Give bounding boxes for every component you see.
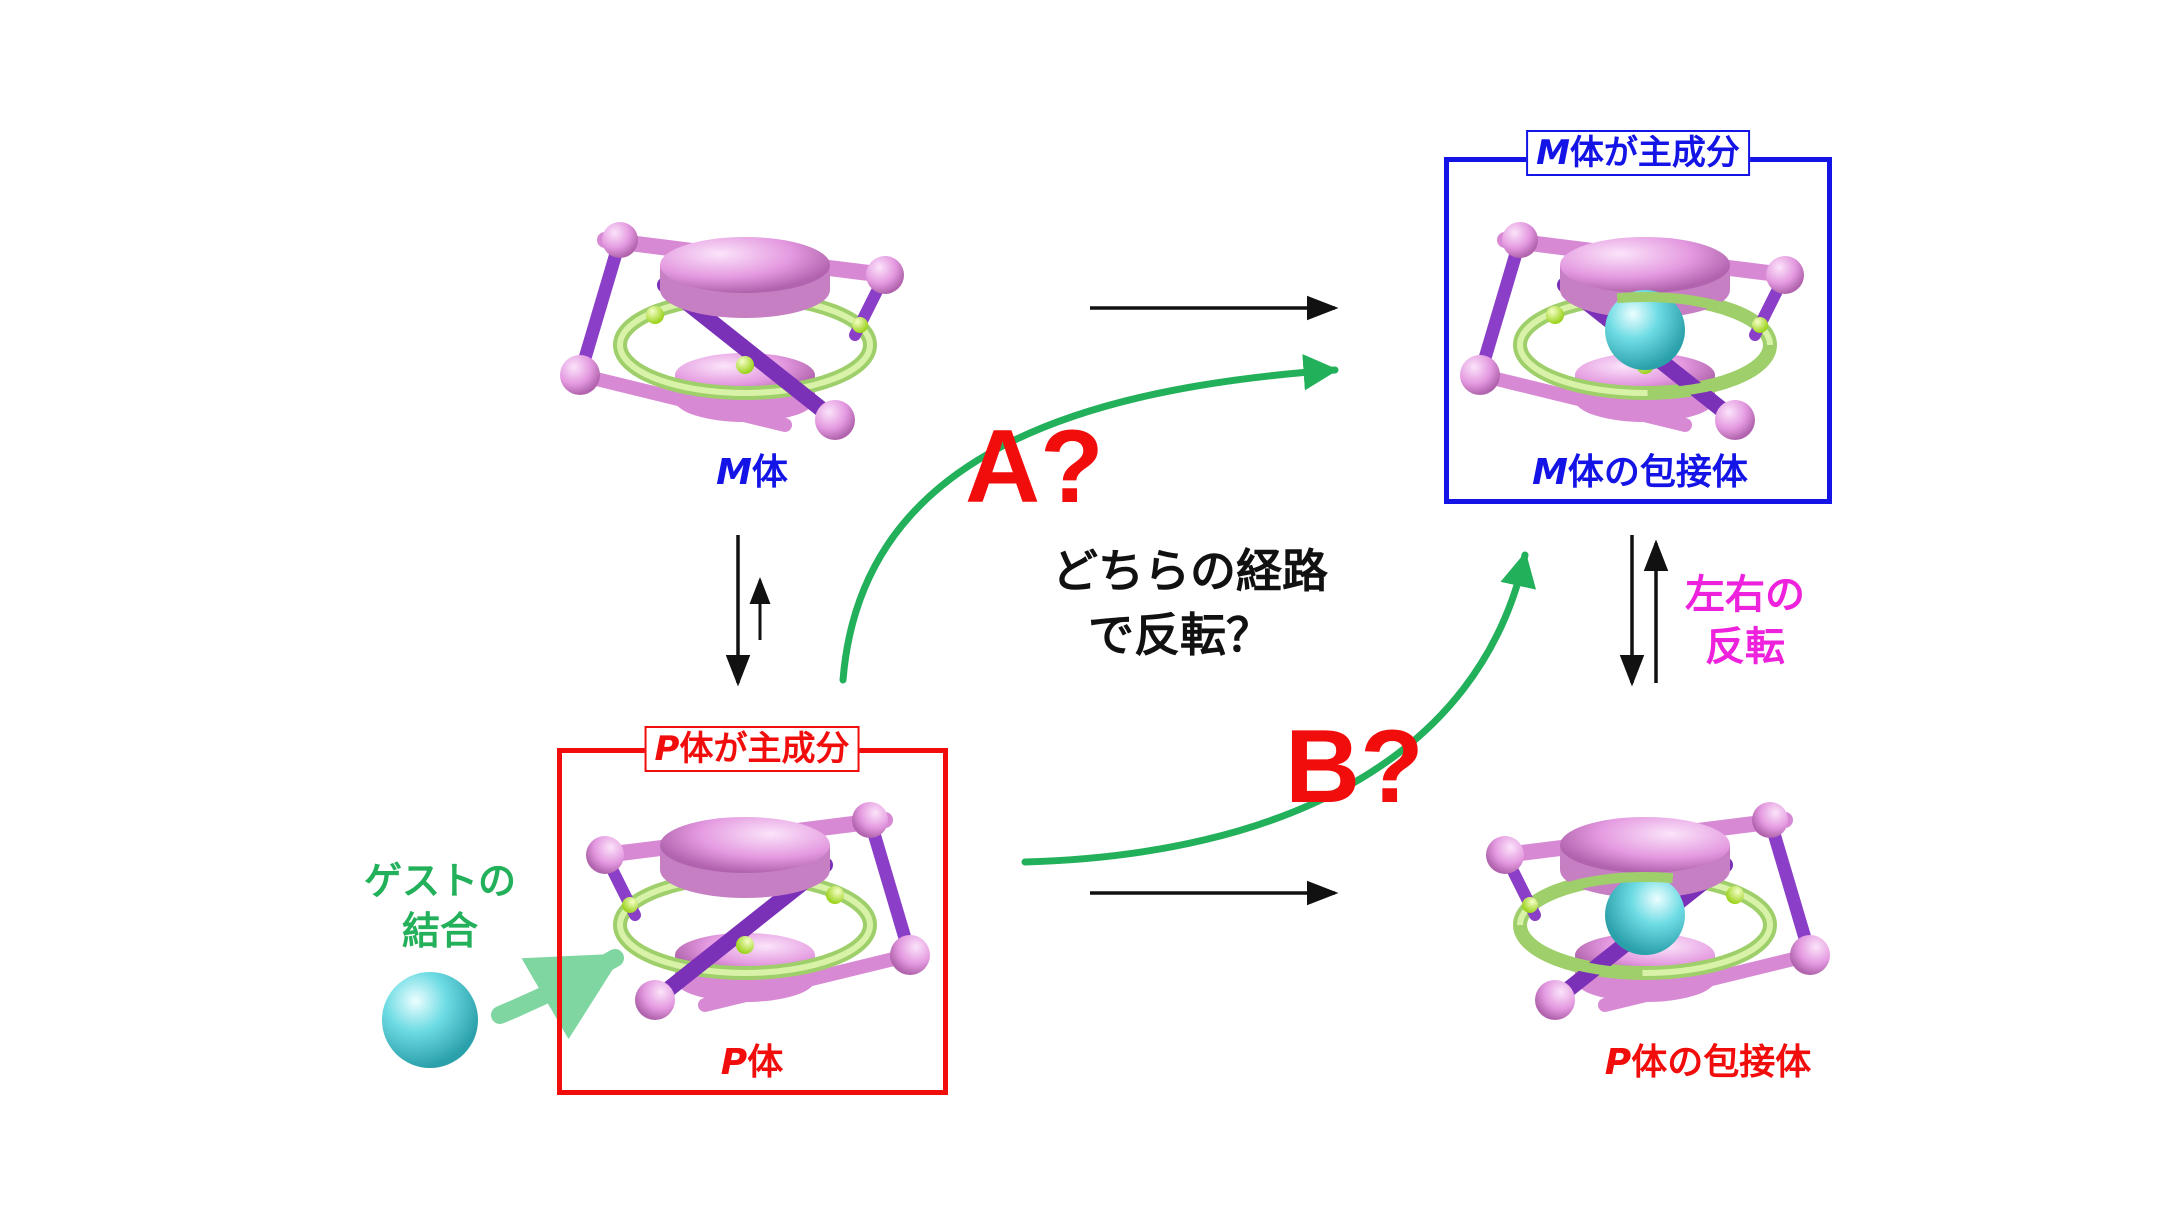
p-complex-label: P体の包接体 xyxy=(1604,1042,1812,1083)
route-a-arrow xyxy=(839,354,1339,684)
guest-sphere-icon xyxy=(382,972,478,1068)
guest-line-1: ゲストの xyxy=(363,859,517,903)
guest-line-2: 結合 xyxy=(401,909,479,953)
m-form-label: M体 xyxy=(716,452,788,493)
question-line-1: どちらの経路 xyxy=(1052,544,1328,598)
inversion-line-1: 左右の xyxy=(1685,572,1805,618)
molecule-p-complex xyxy=(1486,802,1830,1020)
route-b-label: B? xyxy=(1285,709,1424,825)
molecule-m-complex xyxy=(1460,222,1804,440)
guest-in-p-complex-icon xyxy=(1605,875,1685,955)
m-complex-label: M体の包接体 xyxy=(1532,452,1748,493)
inversion-line-2: 反転 xyxy=(1705,624,1785,670)
guest-in-m-complex-icon xyxy=(1605,290,1685,370)
molecule-m-form xyxy=(560,222,904,440)
route-b-arrow xyxy=(1021,551,1536,866)
route-a-label: A? xyxy=(965,409,1104,525)
question-line-2: で反転？ xyxy=(1088,608,1272,662)
p-major-tag: P体が主成分 xyxy=(644,726,860,772)
p-form-label: P体 xyxy=(720,1042,784,1083)
m-major-tag: M体が主成分 xyxy=(1526,130,1750,176)
